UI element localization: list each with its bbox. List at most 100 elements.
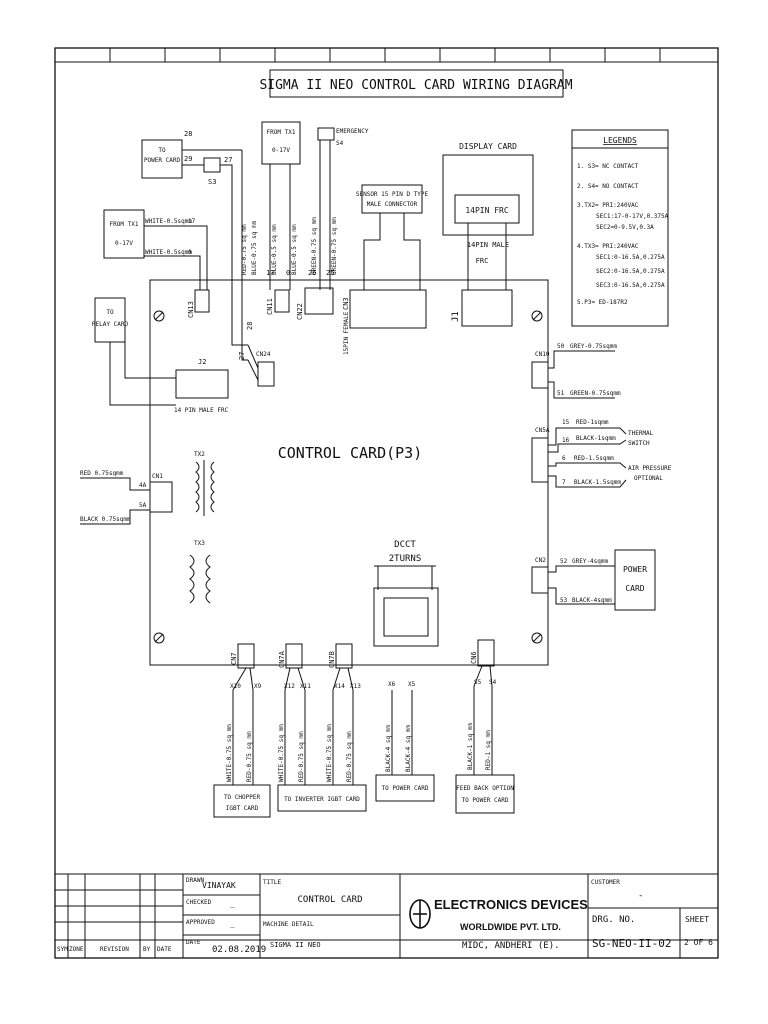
svg-text:VINAYAK: VINAYAK	[202, 881, 236, 890]
svg-text:29: 29	[184, 155, 192, 163]
svg-text:S4: S4	[336, 140, 344, 147]
cn5a-connector: CN5A 15 RED-1sqmm 16 BLACK-1sqmm THERMAL…	[531, 419, 672, 488]
svg-text:14 PIN MALE FRC: 14 PIN MALE FRC	[174, 407, 229, 414]
tx3-transformer: TX3	[189, 540, 211, 604]
svg-text:FEED BACK OPTION: FEED BACK OPTION	[456, 785, 514, 792]
svg-text:SWITCH: SWITCH	[628, 440, 650, 447]
cn6-connector: CN6	[470, 639, 495, 667]
svg-text:S3: S3	[208, 178, 216, 186]
svg-text:X6: X6	[388, 681, 396, 688]
svg-text:14PIN MALE: 14PIN MALE	[467, 241, 509, 249]
legend-item: 3.TX2= PRI:240VAC	[577, 202, 639, 209]
svg-text:RED-0.75 sq mm: RED-0.75 sq mm	[246, 731, 253, 782]
svg-text:2TURNS: 2TURNS	[389, 554, 422, 564]
s3-switch	[203, 157, 221, 173]
svg-text:CN7B: CN7B	[328, 651, 336, 668]
svg-text:WHITE-0.5sqmm: WHITE-0.5sqmm	[145, 249, 192, 256]
emergency-switch: EMERGENCY S4	[317, 127, 369, 290]
svg-text:CN13: CN13	[187, 301, 195, 318]
svg-text:X9: X9	[254, 683, 262, 690]
svg-text:CN2: CN2	[535, 557, 546, 564]
svg-text:RED-0.75 sq mm: RED-0.75 sq mm	[241, 224, 248, 275]
svg-text:7: 7	[562, 479, 566, 486]
svg-text:X12: X12	[284, 683, 295, 690]
svg-text:BLACK-1.5sqmm: BLACK-1.5sqmm	[574, 479, 621, 486]
svg-text:POWER CARD: POWER CARD	[144, 157, 181, 164]
cn10-connector: CN10 50 GREY-0.75sqmm 51 GREEN-0.75sqmm	[531, 343, 621, 399]
svg-text:CN1: CN1	[152, 473, 163, 480]
svg-text:0-17V: 0-17V	[272, 147, 290, 154]
j2-connector: J2 14 PIN MALE FRC	[174, 358, 229, 414]
svg-text:RELAY CARD: RELAY CARD	[92, 321, 129, 328]
svg-text:GREY-4sqmm: GREY-4sqmm	[572, 558, 609, 565]
cn7-connector: CN7	[230, 643, 255, 669]
legend-item: SEC3:0-16.5A,0.275A	[596, 282, 665, 289]
svg-text:RED-0.75 sq mm: RED-0.75 sq mm	[298, 731, 305, 782]
to-power-card-top: TO POWER CARD 28 29 S3 27	[141, 130, 248, 361]
display-card: DISPLAY CARD 14PIN FRC 14PIN MALE FRC J1	[442, 142, 534, 327]
bottom-wire-labels: X10 X9 X12 X11 X14 X13 X6 X5 S5 S4 WHITE…	[226, 679, 497, 782]
svg-text:RED-0.75 sq mm: RED-0.75 sq mm	[346, 731, 353, 782]
svg-text:53: 53	[560, 597, 568, 604]
svg-text:TX2: TX2	[194, 451, 205, 458]
svg-text:TO POWER CARD: TO POWER CARD	[382, 785, 429, 792]
svg-text:GREEN-0.75sqmm: GREEN-0.75sqmm	[570, 390, 621, 397]
svg-text:17: 17	[188, 218, 196, 225]
cn7a-connector: CN7A	[278, 643, 303, 669]
dcct: DCCT 2TURNS	[373, 540, 439, 647]
tx2-transformer: TX2	[194, 451, 215, 516]
svg-text:CN24: CN24	[256, 351, 271, 358]
legend-item: SEC2:0-16.5A,0.275A	[596, 268, 665, 275]
svg-text:50: 50	[557, 343, 565, 350]
svg-text:TO INVERTER IGBT CARD: TO INVERTER IGBT CARD	[284, 796, 360, 803]
to-relay-card: TO RELAY CARD	[92, 297, 176, 406]
from-tx1-top: FROM TX1 0-17V	[261, 121, 301, 290]
svg-text:FROM TX1: FROM TX1	[110, 221, 139, 228]
top-wire-labels: RED-0.75 sq mm BLUE-0.75 sq mm BLUE-0.5 …	[238, 217, 338, 360]
svg-text:TX3: TX3	[194, 540, 205, 547]
legend-item: SEC1:0-16.5A,0.275A	[596, 254, 665, 261]
svg-text:WHITE-0.75 sq mm: WHITE-0.75 sq mm	[278, 724, 285, 782]
svg-text:SYM: SYM	[57, 946, 68, 953]
svg-text:TO POWER CARD: TO POWER CARD	[462, 797, 509, 804]
inner-border	[54, 61, 719, 875]
svg-text:RED 0.75sqmm: RED 0.75sqmm	[80, 470, 124, 477]
svg-text:27: 27	[224, 156, 232, 164]
legend-item: SEC2=0-9.5V,0.3A	[596, 224, 654, 231]
svg-text:51: 51	[557, 390, 565, 397]
svg-text:-: -	[638, 891, 643, 901]
legends-panel: LEGENDS 1. S3= NC CONTACT 2. S4= NO CONT…	[571, 129, 669, 327]
svg-text:DATE: DATE	[186, 939, 201, 946]
bottom-wires	[232, 665, 493, 785]
svg-text:X5: X5	[408, 681, 416, 688]
title-box	[269, 69, 564, 98]
svg-text:28: 28	[246, 322, 254, 330]
svg-text:WHITE-0.75 sq mm: WHITE-0.75 sq mm	[226, 724, 233, 782]
svg-text:APPROVED: APPROVED	[186, 919, 215, 926]
svg-text:FROM TX1: FROM TX1	[267, 129, 296, 136]
svg-text:WHITE-0.75 sq mm: WHITE-0.75 sq mm	[326, 724, 333, 782]
svg-text:OPTIONAL: OPTIONAL	[634, 475, 663, 482]
svg-text:4A: 4A	[139, 482, 147, 489]
svg-text:ZONE: ZONE	[69, 946, 84, 953]
diagram-title: SIGMA II NEO CONTROL CARD WIRING DIAGRAM	[259, 78, 572, 93]
svg-text:THERMAL: THERMAL	[628, 430, 654, 437]
svg-text:52: 52	[560, 558, 568, 565]
svg-text:5A: 5A	[139, 502, 147, 509]
legend-item: 2. S4= NO CONTACT	[577, 183, 639, 190]
svg-text:_: _	[230, 919, 235, 928]
svg-text:27: 27	[238, 352, 246, 360]
svg-text:15PIN FEMALE: 15PIN FEMALE	[343, 311, 350, 355]
svg-text:WORLDWIDE PVT. LTD.: WORLDWIDE PVT. LTD.	[460, 922, 561, 932]
svg-text:CHECKED: CHECKED	[186, 899, 212, 906]
svg-text:14PIN FRC: 14PIN FRC	[465, 206, 509, 215]
svg-text:02.08.2019: 02.08.2019	[212, 945, 266, 955]
svg-text:X13: X13	[350, 683, 361, 690]
mounting-holes	[153, 310, 543, 644]
cn3-connector: CN3 15PIN FEMALE	[342, 289, 427, 355]
svg-text:CN7A: CN7A	[278, 650, 286, 668]
svg-text:REVISION: REVISION	[100, 946, 129, 953]
legend-item: 1. S3= NC CONTACT	[577, 163, 639, 170]
svg-text:0: 0	[286, 269, 290, 277]
